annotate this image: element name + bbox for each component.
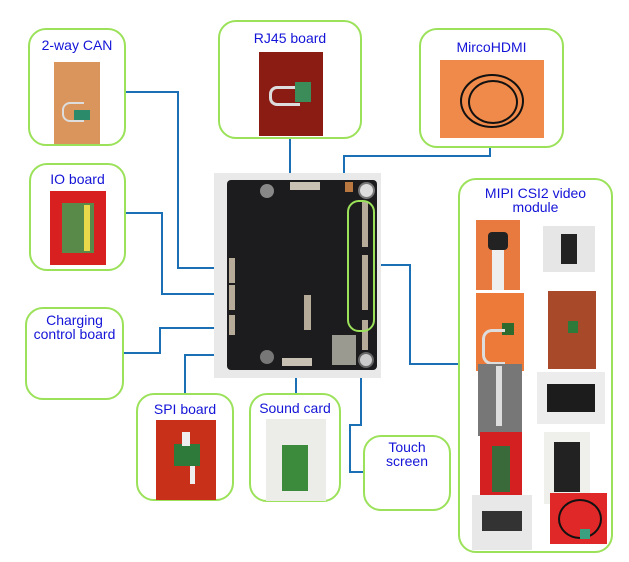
- module-can: 2-way CAN: [28, 28, 126, 146]
- line-touch: [349, 347, 363, 473]
- hdmi-photo: [440, 60, 544, 138]
- module-rj45-label: RJ45 board: [253, 30, 327, 46]
- sound-photo: [266, 419, 326, 501]
- module-touch: Touch screen: [363, 435, 451, 511]
- line-hdmi: [343, 148, 491, 184]
- module-touch-label: Touch screen: [385, 439, 429, 469]
- side-connector: [229, 258, 235, 283]
- rj45-connector: [290, 182, 320, 190]
- line-mipi: [368, 264, 458, 365]
- mipi-highlight: [347, 200, 375, 332]
- mipi-photo-3: [476, 293, 524, 371]
- module-spi-label: SPI board: [153, 401, 217, 417]
- can-photo: [54, 62, 100, 144]
- module-mipi-label: MIPI CSI2 video module: [484, 185, 587, 215]
- line-can: [126, 91, 232, 269]
- spi-photo: [156, 420, 216, 500]
- module-sound: Sound card: [249, 393, 341, 502]
- mount-hole: [358, 352, 374, 368]
- module-mipi: MIPI CSI2 video module: [458, 178, 613, 553]
- module-charging-label: Charging control board: [33, 312, 116, 342]
- mipi-photo-6: [537, 372, 605, 424]
- module-rj45: RJ45 board: [218, 20, 362, 139]
- mount-hole: [358, 182, 375, 199]
- module-hdmi-label: MircoHDMI: [456, 39, 527, 55]
- spi-connector: [304, 295, 311, 330]
- mipi-photo-1: [476, 220, 520, 290]
- side-connector: [229, 285, 235, 310]
- touch-connector: [362, 320, 368, 350]
- mount-hole: [260, 184, 274, 198]
- mount-hole: [260, 350, 274, 364]
- module-can-label: 2-way CAN: [41, 37, 113, 53]
- module-io: IO board: [29, 163, 126, 271]
- io-photo: [50, 191, 106, 265]
- mipi-connector: [362, 202, 368, 247]
- mipi-photo-5: [478, 364, 522, 436]
- mipi-photo-8: [544, 432, 590, 504]
- module-charging: Charging control board: [25, 307, 124, 400]
- mipi-photo-7: [480, 432, 522, 500]
- mipi-photo-2: [543, 226, 595, 272]
- sound-connector: [282, 358, 312, 366]
- side-connector: [229, 315, 235, 335]
- mipi-photo-4: [548, 291, 596, 369]
- sd-card-slot: [332, 335, 356, 365]
- hdmi-connector: [345, 182, 353, 192]
- mipi-photo-10: [550, 493, 607, 544]
- module-io-label: IO board: [50, 171, 105, 187]
- rj45-photo: [259, 52, 323, 136]
- board-pcb: [227, 180, 377, 370]
- module-sound-label: Sound card: [259, 400, 331, 416]
- mipi-photo-9: [472, 495, 532, 550]
- mipi-connector: [362, 255, 368, 310]
- module-spi: SPI board: [136, 393, 234, 501]
- line-io: [125, 212, 236, 295]
- module-hdmi: MircoHDMI: [419, 28, 564, 148]
- line-charging: [123, 327, 236, 354]
